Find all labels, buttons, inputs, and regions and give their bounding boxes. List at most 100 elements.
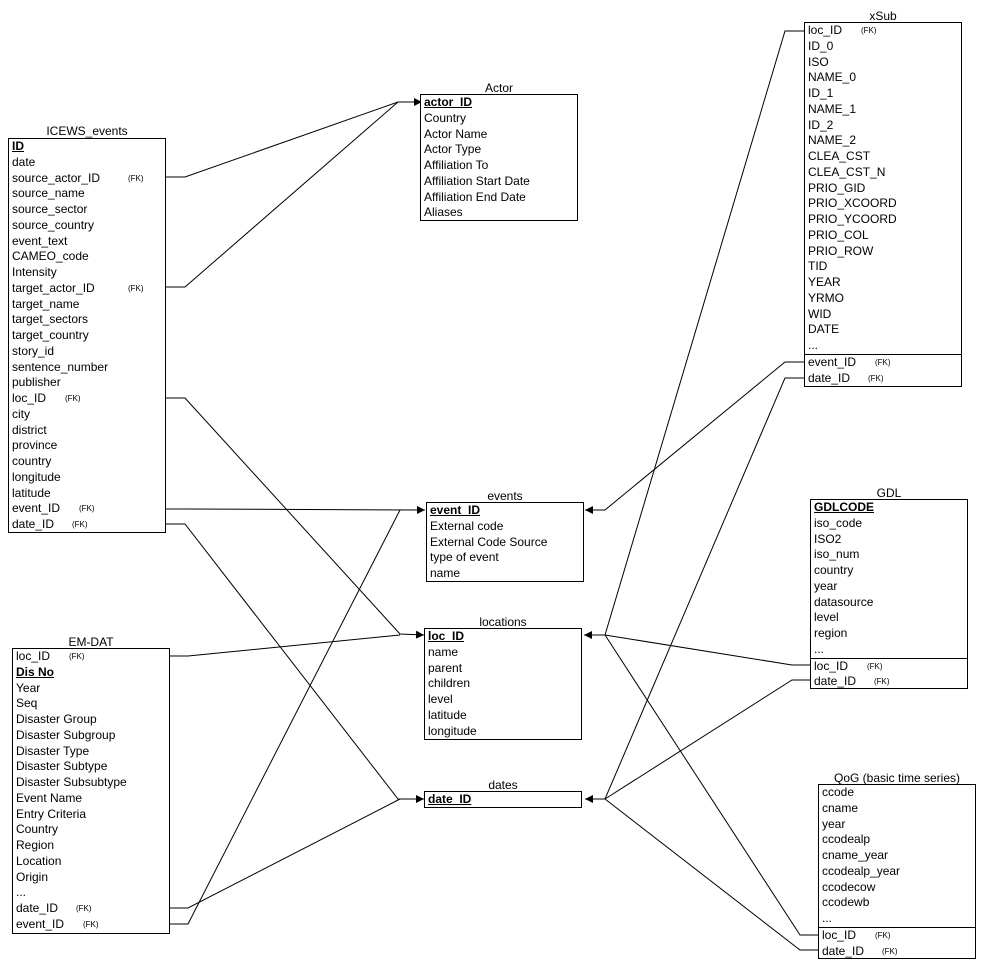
events-field-label: event_ID (430, 503, 481, 517)
icews-field-label: source_country (12, 217, 95, 232)
emdat-field: Seq (13, 696, 169, 712)
fk-marker: (FK) (79, 504, 95, 514)
emdat-field-label: Disaster Subgroup (16, 727, 116, 742)
icews-field-label: Intensity (12, 265, 57, 279)
xsub-field: loc_ID(FK) (805, 23, 961, 39)
actor-field-label: Affiliation To (424, 158, 489, 172)
actor-field: Actor Type (421, 142, 577, 158)
actor-title: Actor (484, 81, 513, 95)
icews-field-label: event_ID (12, 501, 61, 516)
fk-marker: (FK) (128, 173, 144, 183)
locations-field: level (425, 692, 581, 708)
emdat-field: Disaster Subgroup (13, 728, 169, 744)
fk-marker: (FK) (868, 373, 884, 383)
emdat-field-label: Disaster Subsubtype (16, 775, 127, 789)
locations-field-label: children (428, 676, 471, 691)
link-gdl-loc (604, 634, 812, 666)
icews-field: source_name (9, 186, 165, 202)
icews-field: country (9, 454, 165, 470)
qog-field: ccode (819, 785, 975, 801)
locations-field-label: loc_ID (428, 629, 465, 643)
xsub-field-label: loc_ID (808, 23, 843, 37)
locations-field: longitude (425, 724, 581, 740)
gdl-field-label: date_ID (814, 674, 857, 689)
icews-field: city (9, 407, 165, 423)
link-emdat-event (170, 509, 401, 925)
xsub-field-label: CLEA_CST (808, 149, 871, 163)
locations-field: children (425, 676, 581, 692)
icews-field: CAMEO_code (9, 249, 165, 265)
qog-field-label: cname_year (822, 848, 889, 862)
icews-field-label: target_sectors (12, 312, 89, 327)
gdl-field: country (811, 563, 967, 579)
gdl-field: iso_code (811, 516, 967, 532)
xsub-field-label: ID_0 (808, 38, 834, 53)
xsub-field: NAME_2 (805, 133, 961, 149)
actor-field-label: Actor Type (424, 142, 482, 157)
gdl-field-label: GDLCODE (814, 500, 874, 514)
icews-field-label: target_country (12, 328, 89, 342)
icews-field: target_actor_ID(FK) (9, 281, 165, 297)
events-field: name (427, 566, 583, 582)
xsub-field-label: NAME_1 (808, 101, 857, 116)
qog-field-label: loc_ID (822, 927, 857, 942)
dates-table[interactable]: date_ID (424, 791, 582, 808)
emdat-field-label: Disaster Subtype (16, 759, 108, 774)
link-emdat-date (170, 798, 401, 909)
emdat-field: Event Name (13, 791, 169, 807)
xsub-field-label: DATE (808, 322, 840, 337)
dates-title: dates (488, 778, 518, 792)
gdl-field-label: loc_ID (814, 658, 849, 673)
icews-field-label: date_ID (12, 517, 55, 531)
locations-field-label: level (428, 692, 453, 706)
emdat-field: Disaster Type (13, 744, 169, 760)
link-qog-date (604, 798, 820, 951)
events-field-label: type of event (430, 550, 499, 565)
events-title: events (487, 489, 523, 503)
emdat-field: Disaster Subtype (13, 759, 169, 775)
emdat-field-label: Dis No (16, 664, 55, 679)
xsub-field-label: ID_1 (808, 86, 834, 100)
qog-field-label: cname (822, 800, 859, 815)
xsub-field-label: TID (808, 259, 828, 274)
icews-field: event_text (9, 234, 165, 250)
gdl-field: datasource (811, 595, 967, 611)
xsub-field: PRIO_YCOORD (805, 212, 961, 228)
link-xsub-loc (584, 30, 805, 639)
actor-field: Affiliation End Date (421, 190, 577, 206)
xsub-field: PRIO_ROW (805, 244, 961, 260)
icews-field: event_ID (FK) (9, 501, 165, 517)
icews-field: date (9, 155, 165, 171)
locations-title: locations (479, 615, 527, 629)
emdat-field-label: Event Name (16, 790, 83, 805)
events-field: External Code Source (427, 535, 583, 551)
gdl-field-label: year (814, 578, 838, 593)
locations-field-label: latitude (428, 707, 467, 722)
xsub-field: PRIO_XCOORD (805, 196, 961, 212)
emdat-field-label: date_ID (16, 901, 59, 915)
link-icews-loc (165, 397, 425, 639)
xsub-field: TID (805, 259, 961, 275)
qog-field: year (819, 817, 975, 833)
icews-field-label: latitude (12, 485, 51, 500)
fk-marker: (FK) (867, 661, 883, 671)
xsub-field-label: NAME_2 (808, 133, 857, 148)
xsub-field: ISO (805, 55, 961, 71)
emdat-field-label: Disaster Type (16, 743, 90, 758)
qog-field-label: ccodealp (822, 832, 871, 847)
fk-marker: (FK) (69, 652, 85, 661)
actor-field-label: Affiliation Start Date (424, 173, 530, 188)
emdat-field-label: loc_ID (16, 649, 51, 663)
actor-field-label: Actor Name (424, 126, 488, 141)
link-icews-date (165, 523, 424, 803)
emdat-field: ... (13, 885, 169, 901)
gdl-field-label: iso_code (814, 515, 863, 530)
